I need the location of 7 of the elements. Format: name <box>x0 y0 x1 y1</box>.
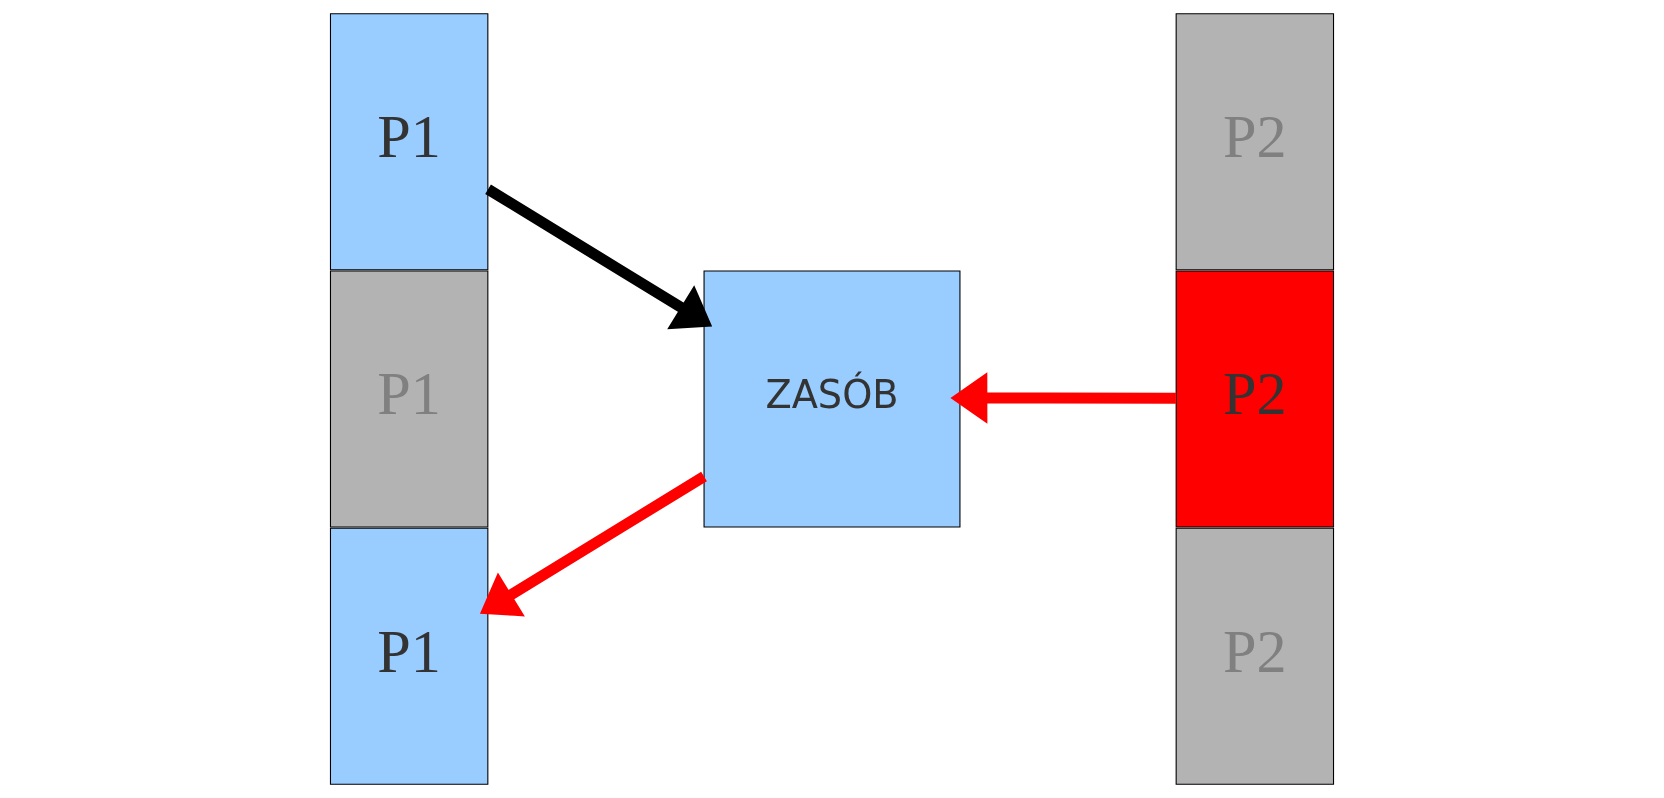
arrow <box>479 471 707 617</box>
arrow <box>950 372 1176 424</box>
arrow <box>485 184 713 330</box>
node-box: ZASÓB <box>703 270 961 528</box>
node-box: P2 <box>1175 270 1335 528</box>
node-box: P1 <box>329 13 489 271</box>
node-box: P1 <box>329 527 489 785</box>
